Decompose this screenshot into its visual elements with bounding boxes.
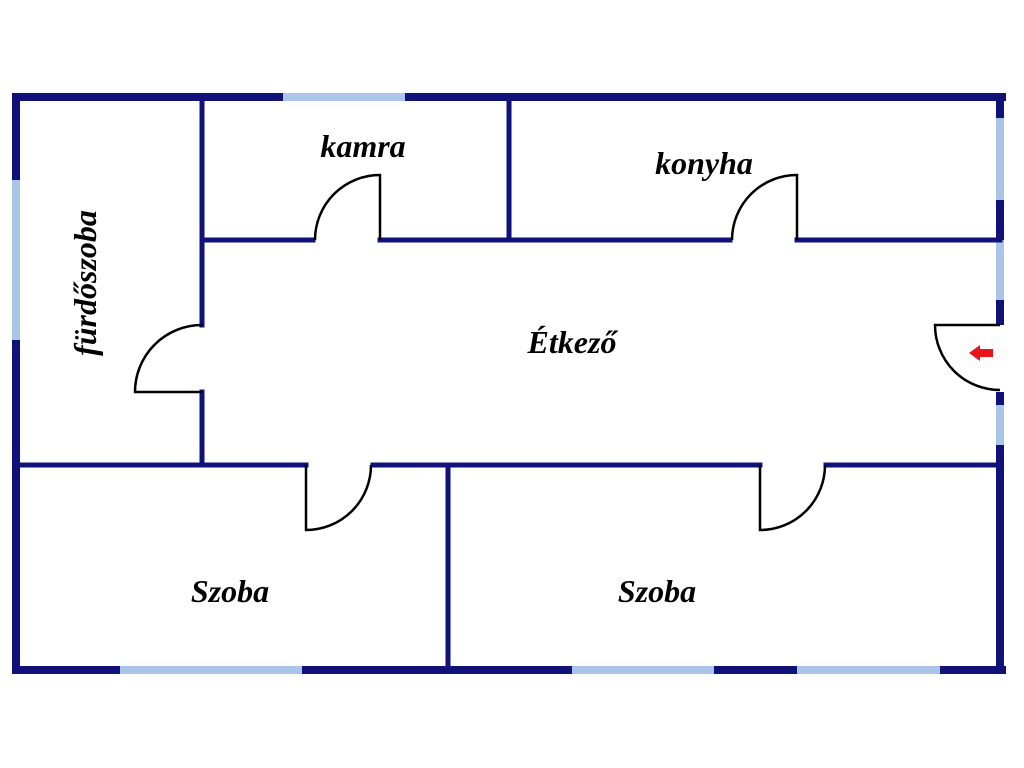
room-label-konyha: konyha xyxy=(655,145,753,181)
room-label-szoba-left: Szoba xyxy=(191,573,269,609)
room-label-szoba-right: Szoba xyxy=(618,573,696,609)
door-furdoszoba xyxy=(133,323,203,394)
door-szoba-left xyxy=(304,464,373,532)
door-konyha xyxy=(730,173,799,241)
windows xyxy=(12,93,1004,674)
room-label-kamra: kamra xyxy=(320,128,405,164)
door-szoba-right xyxy=(758,464,827,532)
door-kamra xyxy=(313,173,382,241)
red-arrow-left-icon xyxy=(969,345,993,361)
doors xyxy=(133,173,1001,532)
room-label-etkezo: Étkező xyxy=(527,324,619,360)
door-entrance xyxy=(933,323,1001,392)
interior-walls xyxy=(13,94,1003,673)
room-label-furdoszoba: fürdőszoba xyxy=(67,210,103,356)
